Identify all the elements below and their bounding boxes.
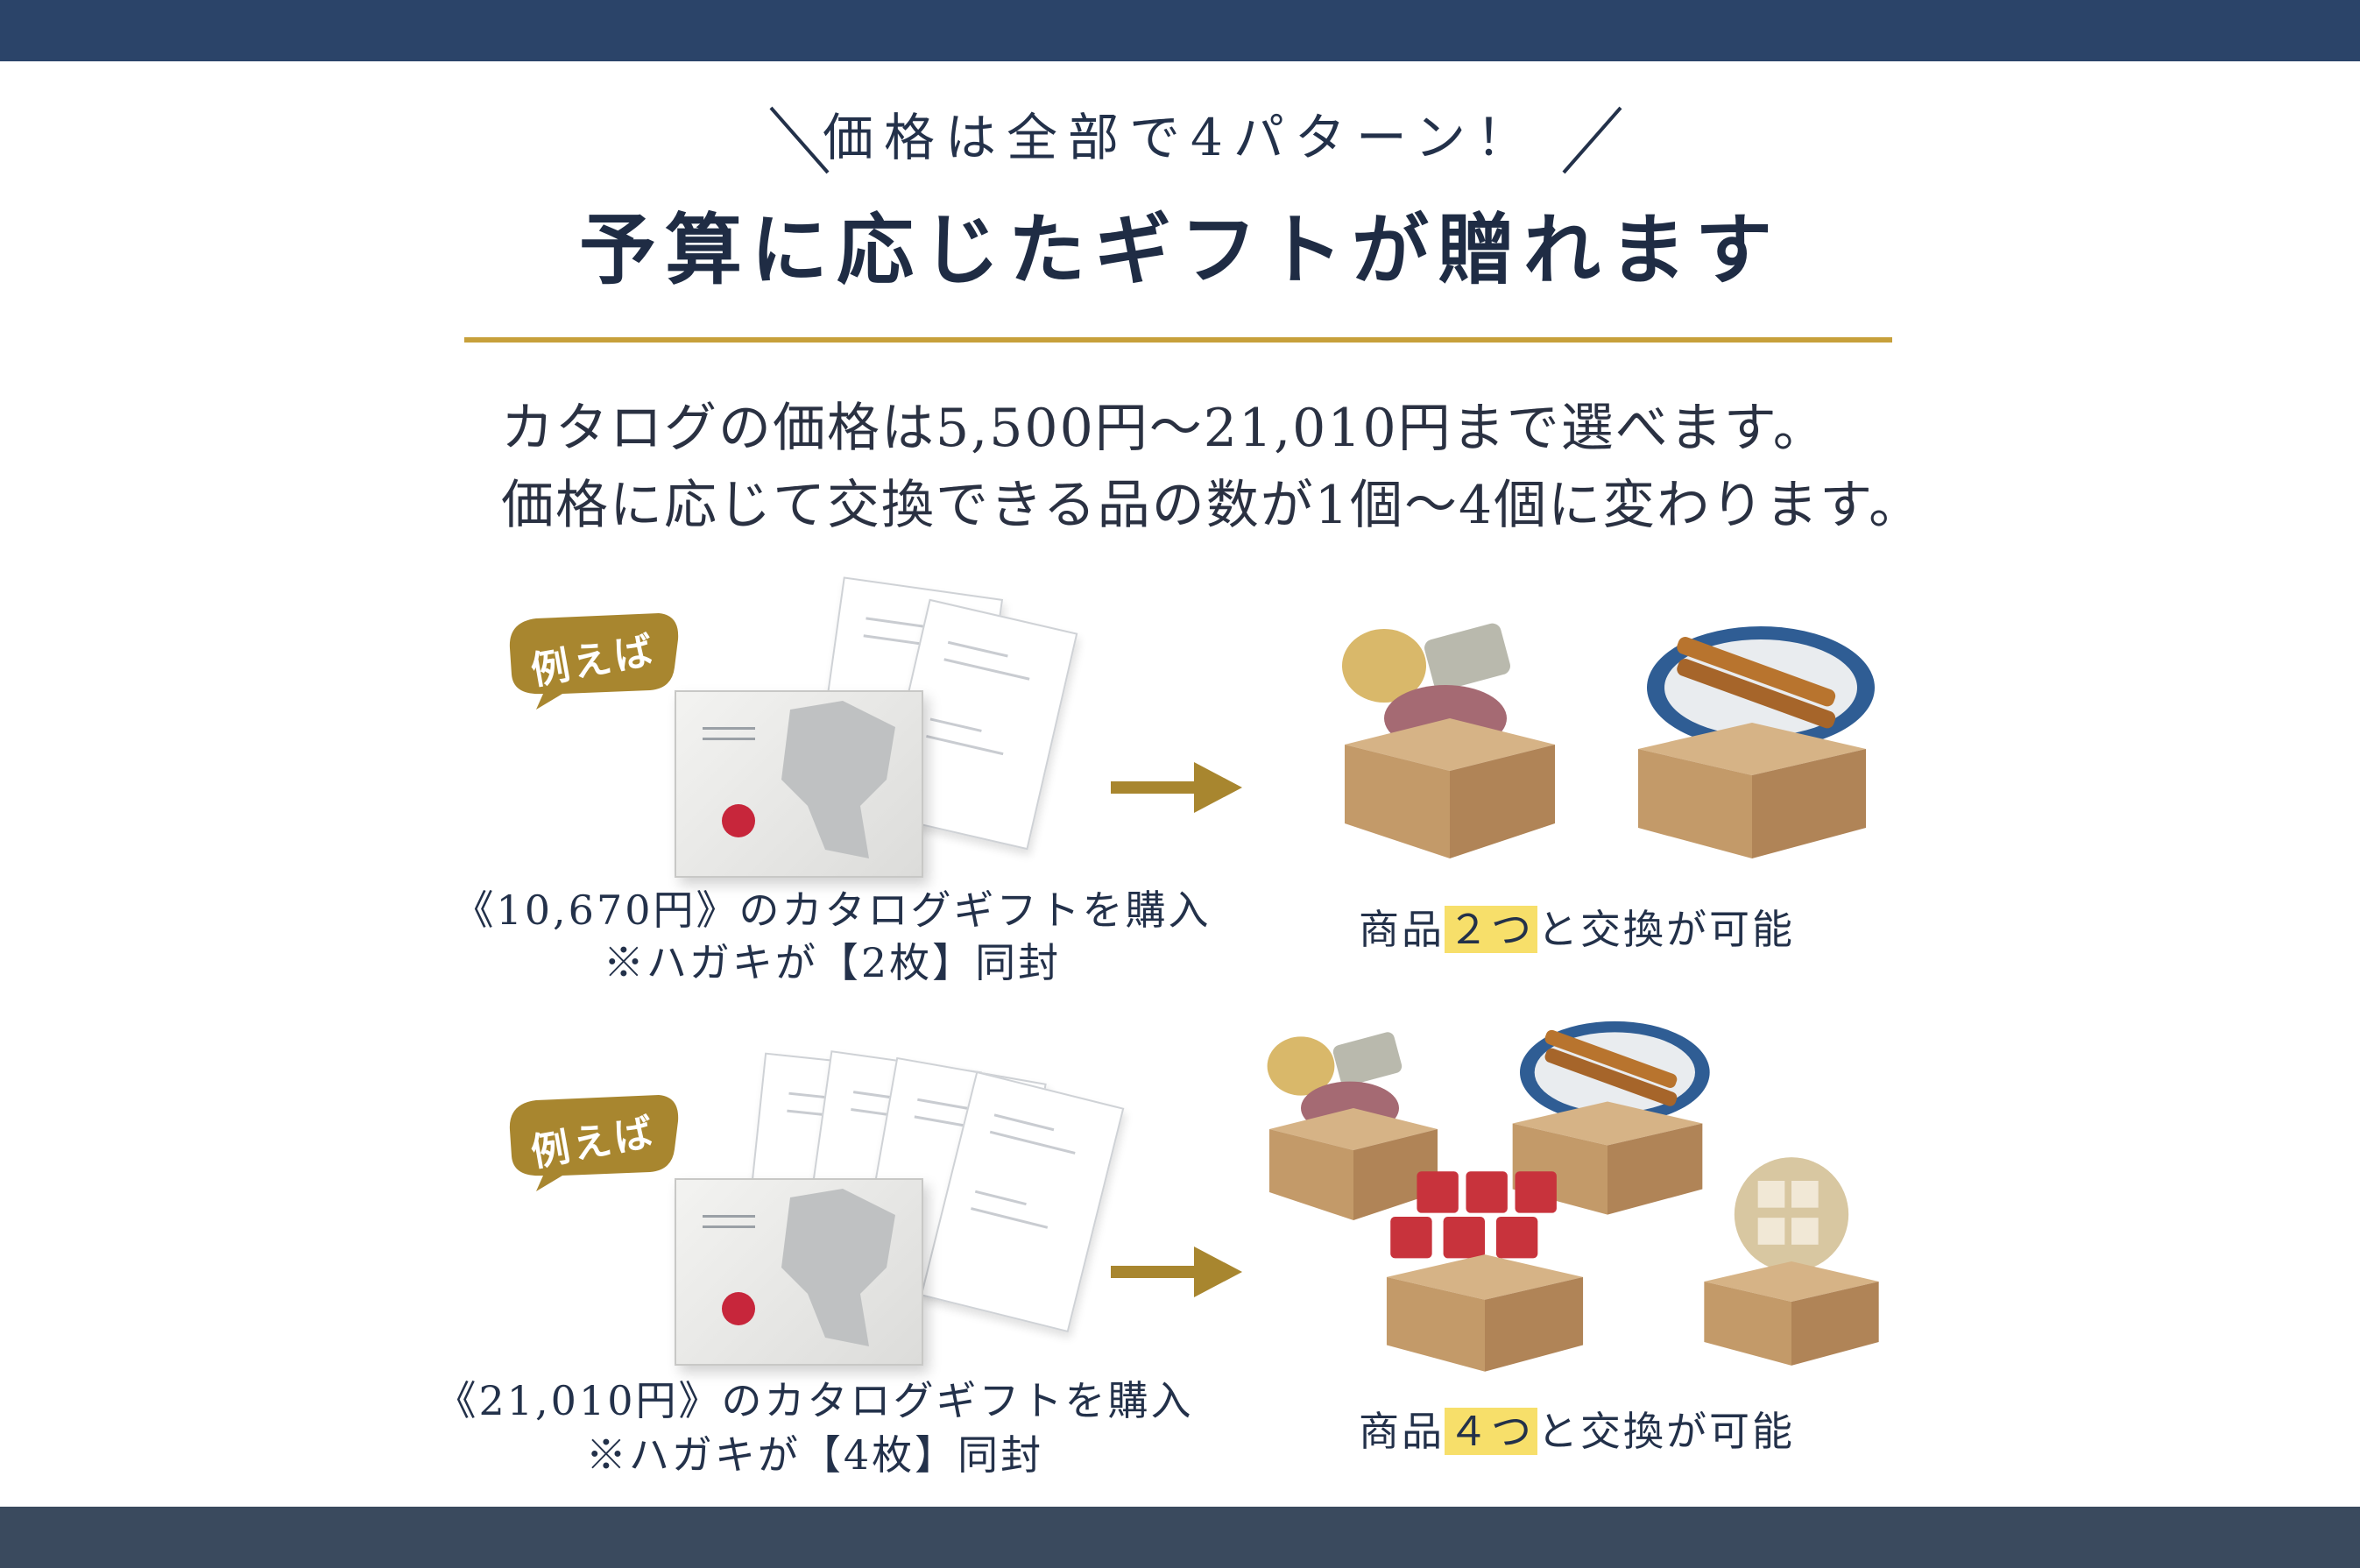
gift-box-eel-icon <box>1638 626 1875 858</box>
count-highlight: ４つ <box>1445 1408 1537 1455</box>
example-badge: 例えば <box>501 1095 685 1191</box>
count-highlight: ２つ <box>1445 906 1537 953</box>
catalog-gift-box <box>675 690 923 878</box>
red-seal-icon <box>722 804 755 837</box>
bottom-bar <box>0 1507 2360 1568</box>
gift-box-eel-icon <box>1512 1021 1710 1215</box>
gift-box-ice-cream-icon <box>1386 1171 1584 1372</box>
catalog-gift-box <box>675 1178 923 1366</box>
purchase-caption: 《10,670円》のカタログギフトを購入 <box>453 886 1212 934</box>
gift-box-sweets-icon <box>1342 623 1555 858</box>
red-seal-icon <box>722 1292 755 1325</box>
speech-bubble-icon <box>509 613 679 710</box>
arrow-right-icon <box>1111 762 1242 813</box>
slash-left-icon <box>769 106 830 174</box>
description-line-2: 価格に応じて交換できる品の数が1個〜4個に変わります。 <box>501 475 1924 536</box>
map-icon <box>781 701 895 858</box>
purchase-caption: 《21,010円》のカタログギフトを購入 <box>435 1377 1194 1424</box>
top-bar <box>0 0 2360 61</box>
speech-bubble-icon <box>509 1095 679 1191</box>
postcard-note: ※ハガキが【2枚】同封 <box>603 939 1062 986</box>
map-icon <box>781 1189 895 1346</box>
example-badge: 例えば <box>501 613 685 710</box>
result-caption: 商品２つと交換が可能 <box>1359 906 1795 953</box>
description-line-1: カタログの価格は5,500円〜21,010円まで選べます。 <box>501 398 1827 459</box>
gift-box-sweets-icon <box>1267 1032 1438 1220</box>
gift-box-gift-set-icon <box>1704 1157 1879 1366</box>
page-title: 予算に応じたギフトが贈れます <box>578 204 1781 295</box>
tagline: 価格は全部で4パターン！ <box>822 108 1537 167</box>
arrow-right-icon <box>1111 1247 1242 1297</box>
postcard-note: ※ハガキが【4枚】同封 <box>585 1431 1044 1479</box>
result-caption: 商品４つと交換が可能 <box>1359 1408 1795 1455</box>
slash-right-icon <box>1562 106 1622 174</box>
gold-divider <box>464 337 1892 343</box>
